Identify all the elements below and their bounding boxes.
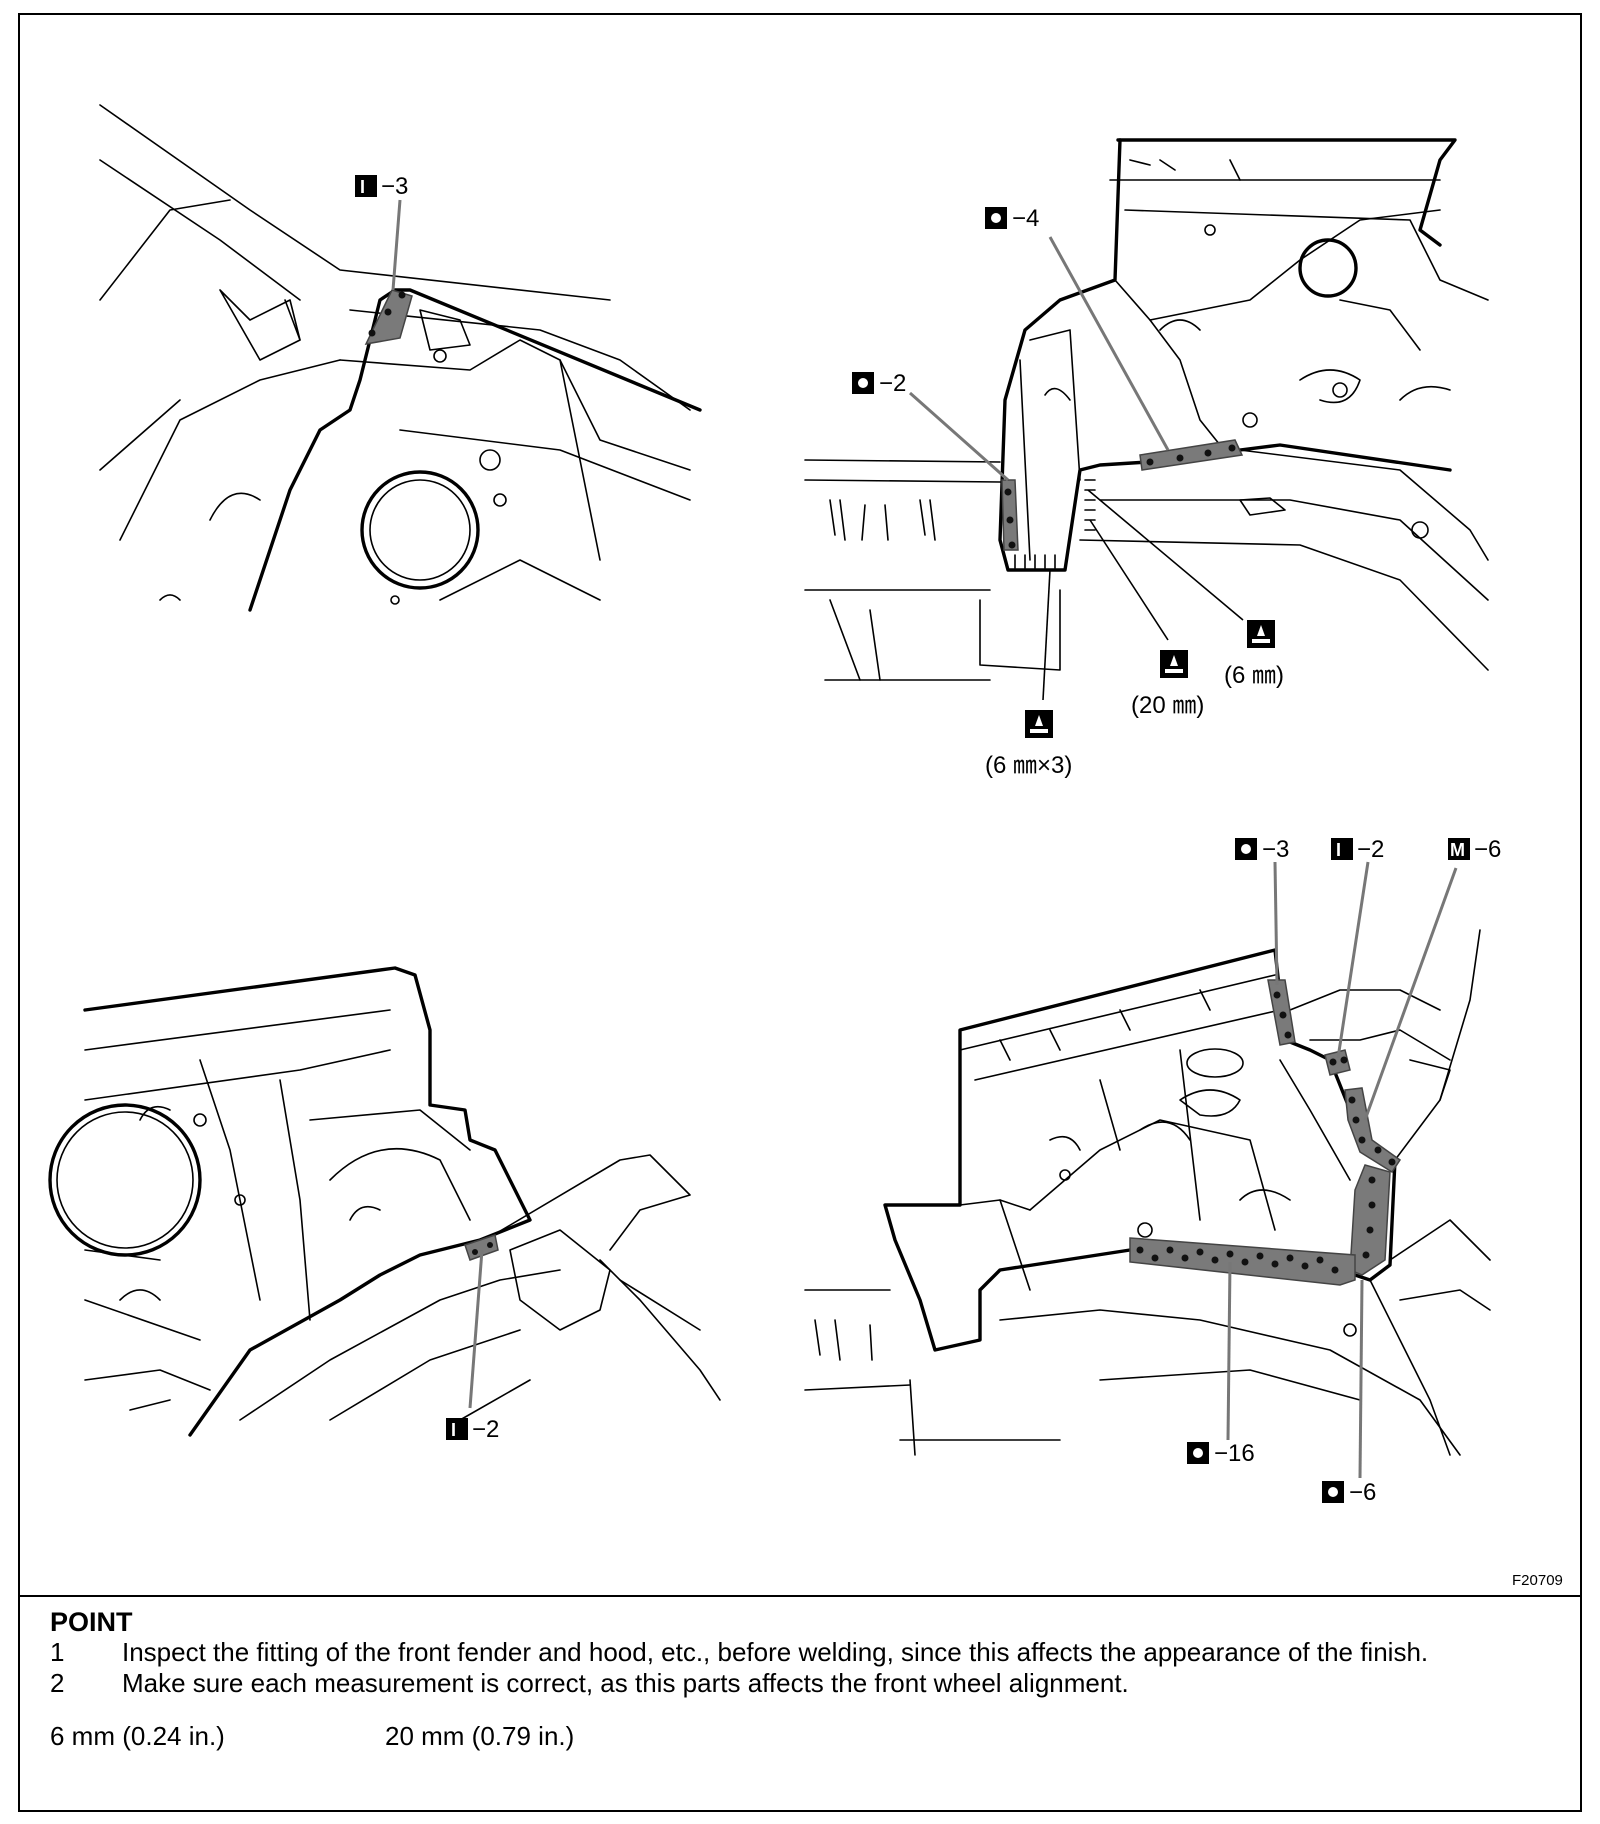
callout-br-o16: −16	[1187, 1440, 1255, 1467]
svg-text:(20 ㎜): (20 ㎜)	[1131, 692, 1204, 719]
view-top-left	[99, 104, 702, 612]
callout-br-o6: −6	[1322, 1479, 1376, 1506]
callout-tl-i3: I −3	[355, 173, 408, 200]
figure-id: F20709	[1512, 1572, 1563, 1589]
svg-text:−2: −2	[879, 370, 906, 397]
svg-text:I: I	[360, 177, 365, 197]
callout-tr-o2: −2	[852, 370, 906, 397]
svg-text:(6 ㎜): (6 ㎜)	[1224, 662, 1284, 689]
view-top-right	[804, 138, 1489, 701]
note-text: Inspect the fitting of the front fender …	[122, 1637, 1429, 1667]
note-text: Make sure each measurement is correct, a…	[122, 1668, 1129, 1698]
point-title: POINT	[50, 1607, 133, 1637]
svg-text:−2: −2	[472, 1416, 499, 1443]
callout-br-o3: −3	[1235, 836, 1289, 863]
svg-text:I: I	[1336, 840, 1341, 860]
callout-bl-i2: I −2	[446, 1416, 499, 1443]
weld-m6	[1344, 1087, 1402, 1174]
note-item: 2 Make sure each measurement is correct,…	[50, 1668, 1570, 1699]
svg-text:−4: −4	[1012, 205, 1039, 232]
weld-o6	[1349, 1164, 1391, 1276]
note-item: 1 Inspect the fitting of the front fende…	[50, 1637, 1570, 1668]
measurement-20mm: 20 mm (0.79 in.)	[385, 1721, 575, 1751]
callout-tr-o4: −4	[985, 205, 1039, 232]
callout-br-m6: M −6	[1448, 836, 1501, 863]
callout-br-i2: I −2	[1331, 836, 1384, 863]
note-number: 2	[50, 1668, 65, 1698]
svg-text:−6: −6	[1349, 1479, 1376, 1506]
svg-text:−2: −2	[1357, 836, 1384, 863]
weld-diagram: I −3	[48, 104, 1563, 1589]
svg-text:−16: −16	[1214, 1440, 1255, 1467]
svg-text:−6: −6	[1474, 836, 1501, 863]
brazing-20mm: (20 ㎜)	[1131, 650, 1204, 719]
view-bottom-left	[48, 966, 721, 1437]
brazing-6mm-x3: (6 ㎜×3)	[985, 710, 1072, 779]
view-bottom-right	[804, 861, 1491, 1479]
measurement-6mm: 6 mm (0.24 in.)	[50, 1721, 225, 1751]
svg-text:−3: −3	[1262, 836, 1289, 863]
page-frame	[18, 13, 1582, 1812]
measurement-conversions: 6 mm (0.24 in.) 20 mm (0.79 in.)	[50, 1721, 1570, 1752]
svg-text:−3: −3	[381, 173, 408, 200]
section-divider	[18, 1595, 1582, 1597]
svg-text:I: I	[451, 1420, 456, 1440]
brazing-6mm: (6 ㎜)	[1224, 620, 1284, 689]
svg-text:M: M	[1450, 840, 1465, 860]
point-notes: POINT 1 Inspect the fitting of the front…	[50, 1607, 1570, 1752]
svg-text:(6 ㎜×3): (6 ㎜×3)	[985, 752, 1072, 779]
note-number: 1	[50, 1637, 65, 1667]
